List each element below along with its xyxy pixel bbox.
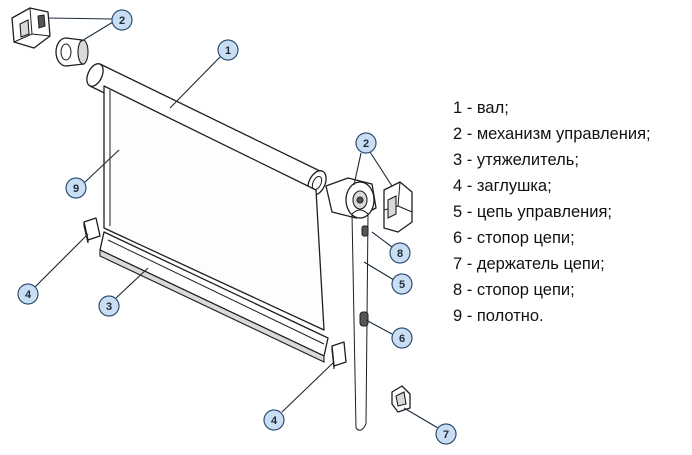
callout-8: 8: [389, 242, 411, 264]
control-mechanism: [325, 177, 377, 219]
chain-holder: [391, 385, 411, 413]
svg-text:5: 5: [399, 279, 405, 291]
svg-text:7: 7: [443, 429, 449, 441]
callout-5: 5: [391, 273, 413, 295]
legend-item: 8 - стопор цепи;: [453, 281, 575, 299]
legend-item: 1 - вал;: [453, 99, 509, 117]
svg-text:2: 2: [119, 15, 125, 27]
callout-2-left: 2: [111, 9, 133, 31]
callout-7: 7: [435, 423, 457, 445]
callout-6: 6: [391, 327, 413, 349]
callout-1: 1: [217, 39, 239, 61]
legend-item: 5 - цепь управления;: [453, 203, 612, 221]
callout-3: 3: [98, 295, 120, 317]
left-end-plug: [55, 37, 89, 67]
end-cap-left: [83, 217, 101, 244]
svg-text:1: 1: [225, 45, 231, 57]
svg-text:4: 4: [271, 415, 278, 427]
legend-item: 2 - механизм управления;: [453, 125, 651, 143]
chain-stopper-8: [361, 225, 369, 237]
legend-item: 7 - держатель цепи;: [453, 255, 605, 273]
callout-2-right: 2: [355, 132, 377, 154]
legend-item: 3 - утяжелитель;: [453, 151, 579, 169]
svg-text:6: 6: [399, 333, 405, 345]
end-cap-right: [331, 341, 347, 370]
callout-4-left: 4: [17, 283, 39, 305]
leader-lines: [34, 17, 439, 429]
svg-text:8: 8: [397, 248, 403, 260]
callout-4-right: 4: [263, 409, 285, 431]
chain-stopper-6: [359, 311, 369, 327]
right-bracket: [383, 181, 413, 233]
parts-legend: 1 - вал; 2 - механизм управления; 3 - ут…: [453, 95, 651, 329]
legend-item: 9 - полотно.: [453, 307, 544, 325]
bottom-weight-bar: [99, 231, 329, 363]
svg-text:9: 9: [73, 183, 79, 195]
legend-item: 4 - заглушка;: [453, 177, 552, 195]
svg-text:3: 3: [106, 301, 112, 313]
callout-9: 9: [65, 177, 87, 199]
legend-item: 6 - стопор цепи;: [453, 229, 575, 247]
svg-text:4: 4: [25, 289, 32, 301]
left-bracket: [11, 7, 51, 49]
svg-text:2: 2: [363, 138, 369, 150]
